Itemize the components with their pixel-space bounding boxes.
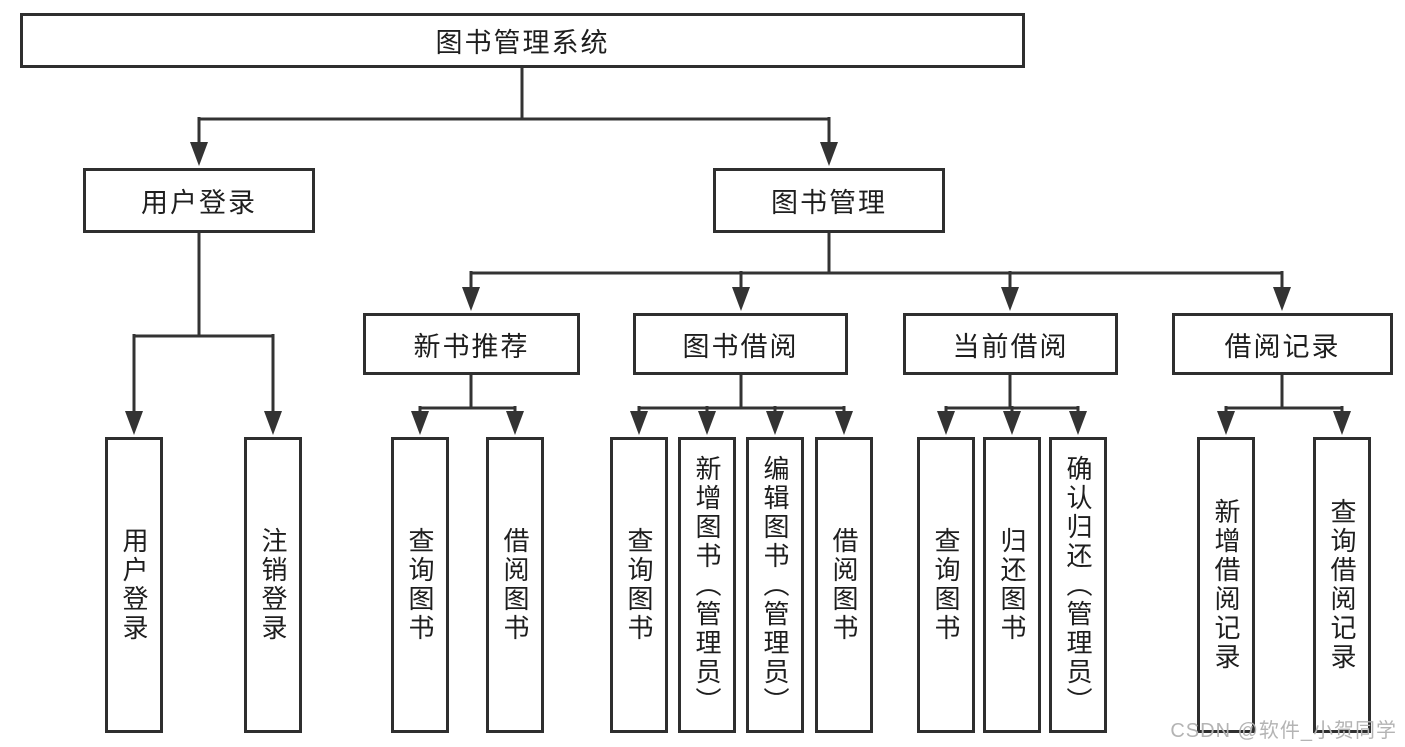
- leaf-current-query-books: 查询图书: [917, 437, 975, 733]
- leaf-current-confirm-return-admin: 确认归还（管理员）: [1049, 437, 1107, 733]
- leaf-borrow-add-books-admin: 新增图书（管理员）: [678, 437, 736, 733]
- leaf-borrow-query-books: 查询图书: [610, 437, 668, 733]
- leaf-borrow-edit-books-admin: 编辑图书（管理员）: [746, 437, 804, 733]
- node-book-borrow: 图书借阅: [633, 313, 848, 375]
- arrowheads: [125, 142, 1351, 435]
- leaf-current-return-books: 归还图书: [983, 437, 1041, 733]
- node-library-system: 图书管理系统: [20, 13, 1025, 68]
- leaf-recommend-borrow-books: 借阅图书: [486, 437, 544, 733]
- leaf-user-login: 用户登录: [105, 437, 163, 733]
- leaf-records-add-record: 新增借阅记录: [1197, 437, 1255, 733]
- node-new-book-recommend: 新书推荐: [363, 313, 580, 375]
- leaf-logout: 注销登录: [244, 437, 302, 733]
- leaf-recommend-query-books: 查询图书: [391, 437, 449, 733]
- leaf-records-query-record: 查询借阅记录: [1313, 437, 1371, 733]
- csdn-watermark: CSDN @软件_小贺同学: [1170, 720, 1397, 742]
- node-current-borrow: 当前借阅: [903, 313, 1118, 375]
- node-user-login: 用户登录: [83, 168, 315, 233]
- leaf-borrow-borrow-books: 借阅图书: [815, 437, 873, 733]
- node-book-management: 图书管理: [713, 168, 945, 233]
- connector-paths: [132, 68, 1344, 414]
- node-borrow-records: 借阅记录: [1172, 313, 1393, 375]
